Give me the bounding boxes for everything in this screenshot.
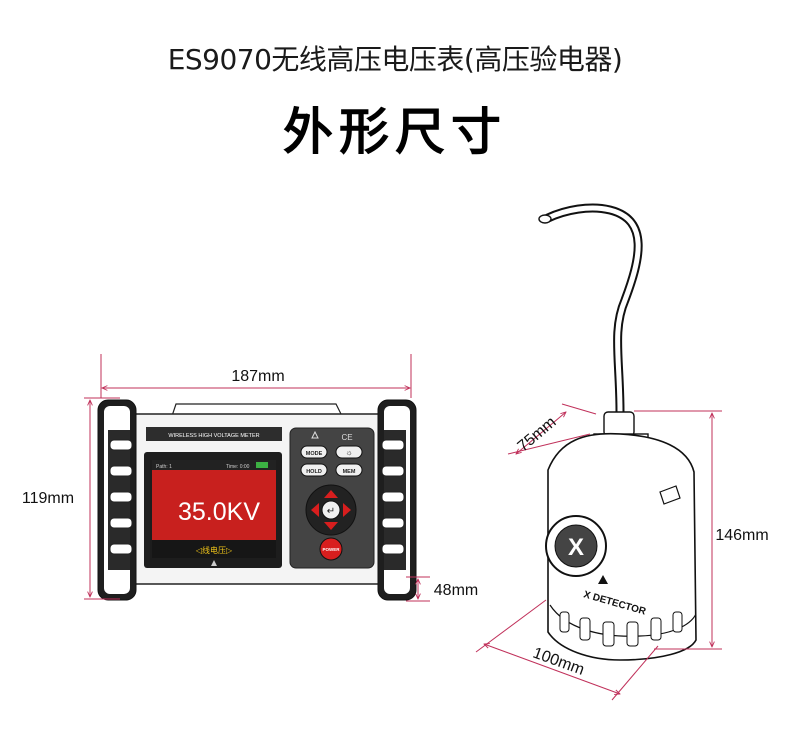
voltage-reading: 35.0KV [178, 498, 260, 526]
screen-path: Path: 1 [156, 464, 172, 470]
mem-button[interactable]: MEM [335, 463, 363, 477]
meter-device: WIRELESS HIGH VOLTAGE METER Path: 1 Time… [97, 399, 417, 601]
detector-logo: X [568, 534, 584, 561]
mode-text: ◁线电压▷ [195, 545, 233, 555]
meter-width-label: 187mm [231, 368, 284, 385]
svg-text:HOLD: HOLD [306, 469, 322, 475]
mode-button[interactable]: MODE [300, 445, 328, 459]
svg-text:MEM: MEM [343, 469, 356, 475]
enter-button[interactable] [321, 500, 341, 520]
product-title: ES9070无线高压电压表(高压验电器) [167, 43, 623, 76]
ce-mark: CE [341, 433, 352, 442]
down-arrow-icon[interactable] [324, 522, 338, 530]
detector-cap-label: 75mm [515, 414, 560, 456]
svg-text:↵: ↵ [327, 506, 335, 517]
hold-button[interactable]: HOLD [300, 463, 328, 477]
detector-x-icon [554, 524, 598, 568]
right-bumper [377, 399, 417, 601]
svg-text:MODE: MODE [306, 451, 323, 457]
detector-device: X X DETECTOR [538, 203, 697, 661]
detector-height-label: 146mm [715, 527, 768, 544]
svg-text:POWER: POWER [322, 547, 340, 552]
power-button[interactable]: POWER [319, 537, 343, 561]
direction-pad[interactable]: ↵ [305, 484, 357, 536]
left-bumper [97, 399, 137, 601]
left-arrow-icon[interactable] [311, 503, 319, 517]
right-arrow-icon[interactable] [343, 503, 351, 517]
section-title: 外形尺寸 [283, 103, 507, 161]
warning-icon [211, 560, 217, 566]
light-button[interactable]: ☼ [335, 445, 363, 459]
screen-time: Time: 0:00 [226, 464, 250, 470]
battery-icon [256, 462, 268, 468]
meter-height-label: 119mm [22, 490, 74, 507]
meter-dimensions [84, 354, 430, 602]
svg-text:☼: ☼ [345, 448, 352, 457]
meter-panel-label: WIRELESS HIGH VOLTAGE METER [168, 433, 259, 439]
meter-depth-label: 48mm [434, 582, 478, 599]
up-arrow-icon[interactable] [324, 490, 338, 498]
caution-icon [311, 430, 319, 439]
detector-dimensions [475, 403, 722, 701]
